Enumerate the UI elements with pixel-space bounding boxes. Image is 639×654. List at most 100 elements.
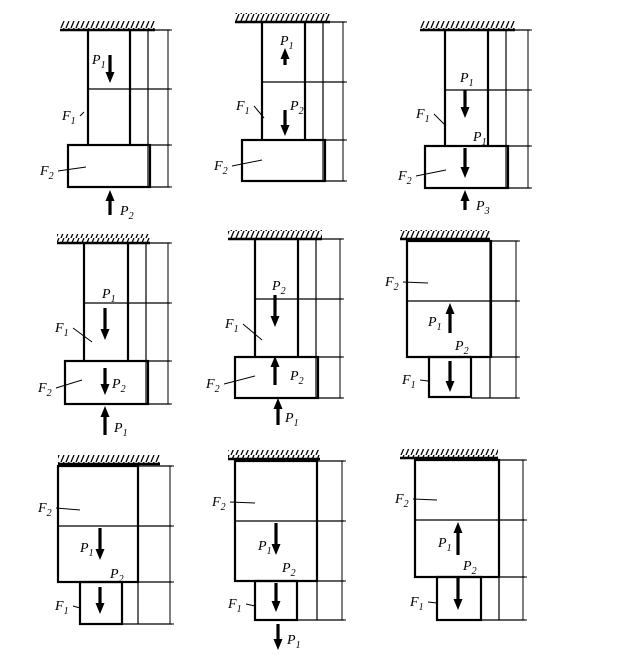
leader-line-f2	[231, 159, 263, 167]
leader-line-f2	[229, 501, 256, 504]
label-f1: F1	[224, 317, 239, 335]
label-f2: F2	[213, 159, 228, 177]
narrow-block	[435, 575, 483, 622]
arrow-p2-head	[271, 601, 281, 612]
label-p2_low: P2	[289, 369, 304, 387]
arrow-p1-head	[280, 48, 290, 59]
arrow-p2-head	[453, 599, 463, 610]
label-f1: F1	[227, 597, 242, 615]
arrow-p1-head	[453, 522, 463, 533]
support-hatch	[57, 234, 150, 243]
arrow-p2-head	[95, 603, 105, 614]
leader-line-f2	[55, 507, 81, 511]
label-f1: F1	[61, 109, 76, 127]
support-hatch	[228, 230, 322, 239]
label-f2: F2	[397, 169, 412, 187]
leader-line-f1	[245, 603, 256, 607]
wide-block	[240, 138, 327, 183]
arrow-bottom-head	[273, 398, 283, 409]
label-p1: P1	[79, 541, 94, 559]
label-bottom-force: P1	[284, 411, 299, 429]
wide-block	[413, 458, 501, 579]
arrow-p1-head	[445, 303, 455, 314]
label-p1-lower: P1	[472, 130, 487, 148]
wide-block	[63, 359, 150, 406]
arrow-p1-head	[105, 72, 115, 83]
label-p2: P2	[462, 559, 477, 577]
label-p3: P3	[475, 199, 490, 217]
support-hatch	[420, 21, 515, 30]
arrow-p1-head	[460, 107, 470, 118]
arrow-p2-upper-head	[270, 316, 280, 327]
arrow-p2-head	[100, 384, 110, 395]
arrow-p1-head	[95, 549, 105, 560]
narrow-block	[78, 580, 124, 626]
narrow-block	[427, 355, 473, 399]
label-p2: P2	[289, 99, 304, 117]
label-p2: P2	[119, 204, 134, 222]
label-f2: F2	[211, 495, 226, 513]
label-f1: F1	[401, 373, 416, 391]
label-f2: F2	[37, 381, 52, 399]
leader-line-f2	[415, 169, 447, 177]
arrow-p1-head	[271, 544, 281, 555]
arrow-p2-head	[270, 356, 280, 367]
leader-line-f1	[419, 379, 429, 382]
label-f2: F2	[205, 377, 220, 395]
label-p1: P1	[101, 287, 116, 305]
wide-block	[233, 355, 320, 400]
arrow-bottom-head	[100, 406, 110, 417]
leader-line-f1	[242, 323, 263, 341]
wide-block	[66, 143, 152, 189]
label-p1: P1	[459, 71, 474, 89]
label-p1: P1	[427, 315, 442, 333]
label-f1: F1	[54, 599, 69, 617]
leader-line-f2	[57, 166, 87, 172]
leader-line-f1	[427, 601, 438, 604]
arrow-p2-head	[460, 190, 470, 201]
leader-line-f1	[72, 605, 81, 609]
leader-line-f2	[55, 379, 83, 389]
label-f1: F1	[54, 321, 69, 339]
support-hatch	[60, 21, 155, 30]
support-hatch	[58, 455, 160, 464]
leader-line-f1	[79, 111, 85, 117]
label-p2: P2	[454, 339, 469, 357]
label-f2: F2	[384, 275, 399, 293]
arrow-p1-lower-head	[460, 167, 470, 178]
label-f2: F2	[37, 501, 52, 519]
support-hatch	[228, 450, 320, 459]
label-p2: P2	[281, 561, 296, 579]
narrow-block	[253, 579, 299, 622]
label-p1: P1	[257, 539, 272, 557]
label-p2: P2	[109, 567, 124, 585]
arrow-bottom-head	[273, 639, 283, 650]
leader-line-f2	[223, 375, 256, 385]
label-f1: F1	[235, 99, 250, 117]
label-bottom-force: P1	[113, 421, 128, 439]
support-hatch	[235, 13, 330, 22]
label-p2-upper: P2	[271, 279, 286, 297]
label-f2: F2	[394, 492, 409, 510]
leader-line-f1	[433, 113, 447, 127]
wide-block	[56, 464, 140, 584]
label-p1: P1	[437, 536, 452, 554]
label-p2: P2	[111, 377, 126, 395]
wide-block	[423, 144, 510, 190]
wide-block	[405, 239, 493, 359]
label-bottom-force: P1	[286, 633, 301, 651]
label-f2: F2	[39, 164, 54, 182]
arrow-p2-head	[280, 125, 290, 136]
leader-line-f2	[412, 498, 438, 501]
arrow-p1-head	[100, 329, 110, 340]
label-f1: F1	[409, 595, 424, 613]
